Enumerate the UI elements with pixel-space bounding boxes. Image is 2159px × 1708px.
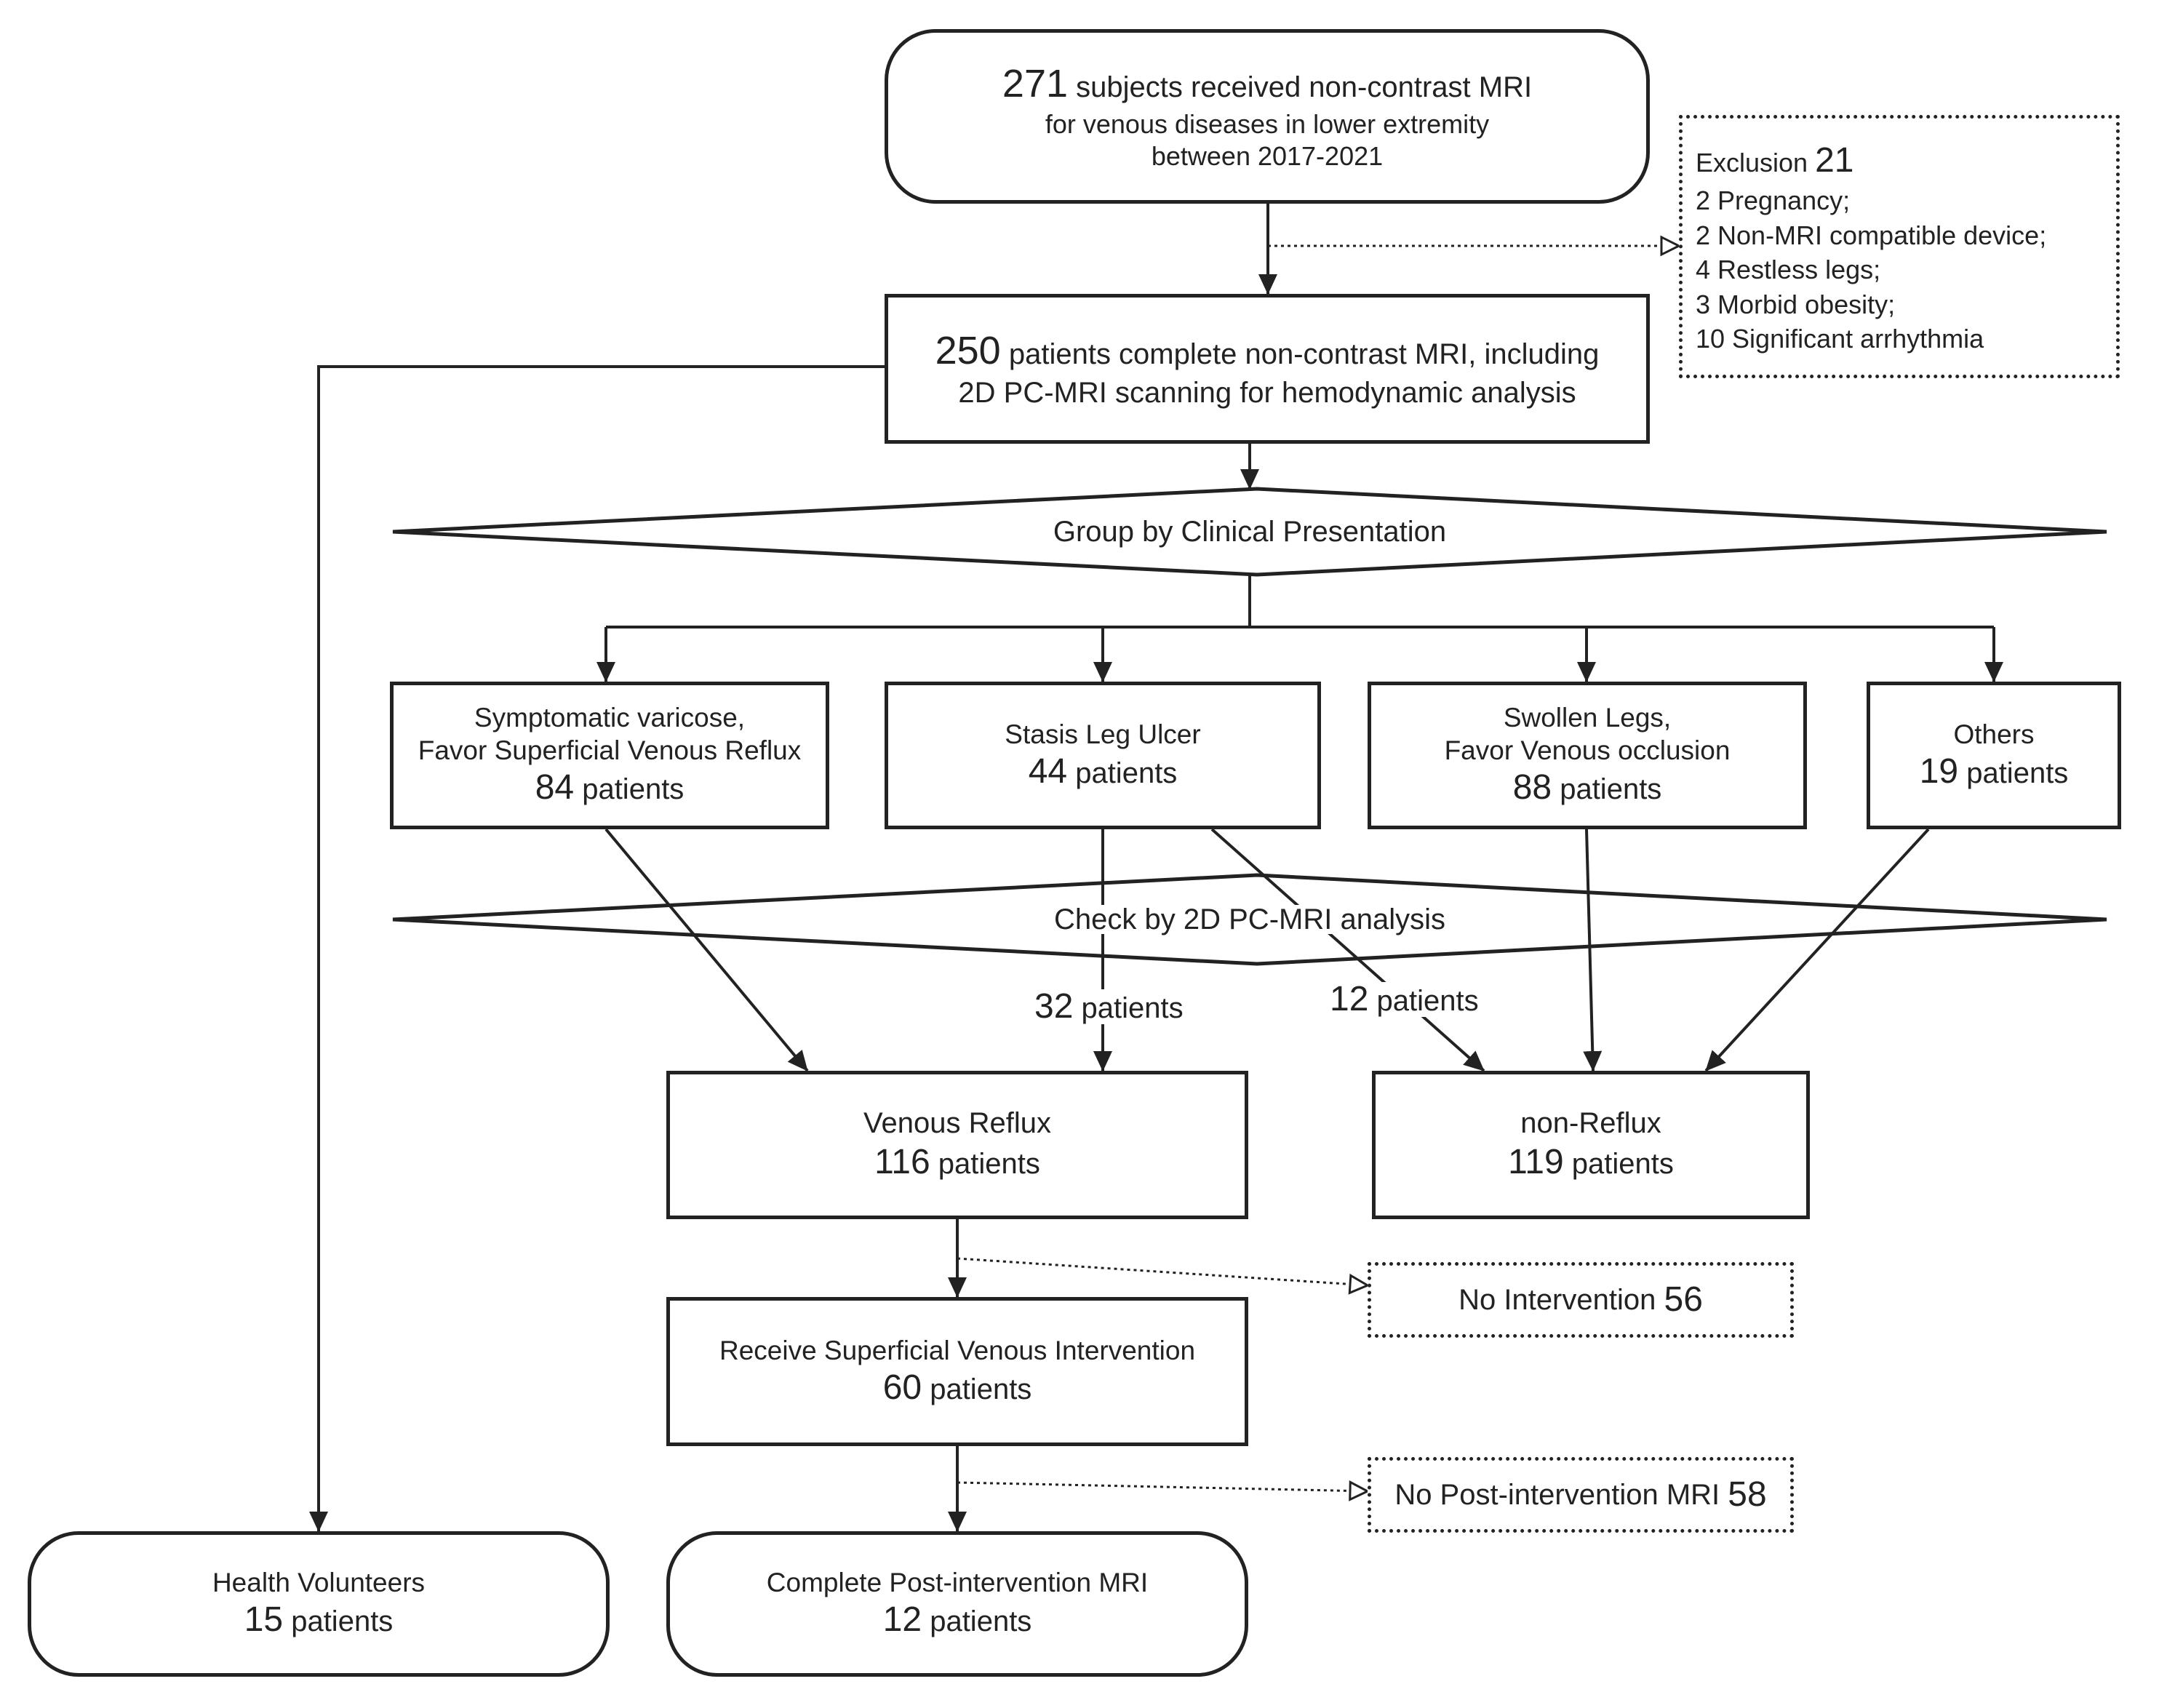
- complete-mri-box: 250 patients complete non-contrast MRI, …: [885, 294, 1650, 444]
- group-count-line: 84 patients: [535, 767, 685, 810]
- group-line2: Favor Superficial Venous Reflux: [418, 735, 802, 766]
- group-line1: Others: [1953, 719, 2035, 749]
- complete-count: 250: [935, 328, 1001, 372]
- no-post-mri-label: No Post-intervention MRI: [1394, 1478, 1720, 1511]
- group-count: 84: [535, 768, 575, 807]
- arrow-symptomatic-to-reflux: [604, 828, 809, 1072]
- intervention-count: 60: [882, 1368, 922, 1407]
- exclusion-label: Exclusion: [1696, 148, 1808, 177]
- complete-line1-text: patients complete non-contrast MRI, incl…: [1008, 338, 1600, 370]
- no-intervention-count: 56: [1664, 1280, 1703, 1319]
- volunteers-count-line: 15 patients: [244, 1599, 394, 1642]
- group-count: 88: [1512, 768, 1552, 807]
- non-reflux-box: non-Reflux 119 patients: [1372, 1071, 1810, 1219]
- reflux-title: Venous Reflux: [863, 1107, 1051, 1140]
- group-count-line: 44 patients: [1029, 751, 1178, 794]
- exclusion-item: 10 Significant arrhythmia: [1696, 324, 1984, 354]
- start-line1-text: subjects received non-contrast MRI: [1076, 71, 1533, 104]
- post-mri-box: Complete Post-intervention MRI 12 patien…: [666, 1531, 1248, 1677]
- non-reflux-unit: patients: [1571, 1148, 1674, 1181]
- check-decision-label: Check by 2D PC-MRI analysis: [1050, 905, 1450, 934]
- non-reflux-count: 119: [1508, 1143, 1564, 1182]
- group-unit: patients: [1966, 757, 2069, 789]
- exclusion-item: 3 Morbid obesity;: [1696, 289, 1896, 319]
- arrow-swollen-to-nonreflux: [1583, 829, 1603, 1072]
- arrow-to-volunteers: [309, 365, 886, 1532]
- intervention-unit: patients: [930, 1373, 1032, 1405]
- exclusion-header: Exclusion 21: [1696, 137, 1853, 183]
- intervention-title: Receive Superficial Venous Intervention: [719, 1335, 1196, 1365]
- start-count: 271: [1002, 62, 1069, 106]
- no-intervention-box: No Intervention 56: [1368, 1262, 1794, 1338]
- exclusion-item: 2 Non-MRI compatible device;: [1696, 220, 2047, 250]
- exclusion-box: Exclusion 21 2 Pregnancy; 2 Non-MRI comp…: [1679, 115, 2120, 378]
- post-mri-count: 12: [882, 1600, 922, 1640]
- group-box-swollen: Swollen Legs, Favor Venous occlusion 88 …: [1368, 682, 1807, 829]
- group-unit: patients: [582, 773, 685, 806]
- start-line1: 271 subjects received non-contrast MRI: [1002, 60, 1532, 108]
- exclusion-count: 21: [1815, 141, 1854, 180]
- group-box-others: Others 19 patients: [1867, 682, 2121, 829]
- post-mri-title: Complete Post-intervention MRI: [766, 1568, 1149, 1598]
- group-line2: Favor Venous occlusion: [1444, 735, 1731, 766]
- group-count: 44: [1028, 751, 1068, 791]
- complete-line1: 250 patients complete non-contrast MRI, …: [935, 327, 1600, 375]
- group-unit: patients: [1075, 757, 1178, 789]
- reflux-count-line: 116 patients: [874, 1141, 1040, 1184]
- reflux-unit: patients: [938, 1148, 1040, 1181]
- reflux-count: 116: [874, 1143, 930, 1182]
- intervention-count-line: 60 patients: [883, 1367, 1032, 1410]
- group-count: 19: [1919, 751, 1959, 791]
- group-decision-diamond: [392, 487, 2107, 577]
- exclusion-item: 2 Pregnancy;: [1696, 185, 1851, 216]
- split-right-unit: patients: [1376, 985, 1479, 1017]
- group-line1: Stasis Leg Ulcer: [1005, 719, 1201, 749]
- complete-line2: 2D PC-MRI scanning for hemodynamic analy…: [958, 376, 1576, 409]
- split-label-left: 32 patients: [1031, 989, 1186, 1024]
- volunteers-title: Health Volunteers: [212, 1568, 426, 1598]
- group-decision-label: Group by Clinical Presentation: [1053, 516, 1447, 548]
- non-reflux-title: non-Reflux: [1520, 1107, 1661, 1140]
- no-intervention-label: No Intervention: [1458, 1283, 1656, 1316]
- group-line1: Swollen Legs,: [1503, 703, 1672, 733]
- group-box-symptomatic: Symptomatic varicose, Favor Superficial …: [390, 682, 829, 829]
- no-post-mri-count: 58: [1728, 1474, 1767, 1514]
- post-mri-unit: patients: [930, 1605, 1032, 1638]
- group-unit: patients: [1560, 773, 1662, 806]
- start-box: 271 subjects received non-contrast MRI f…: [885, 29, 1650, 204]
- exclusion-item: 4 Restless legs;: [1696, 255, 1881, 285]
- arrow-others-to-nonreflux: [1704, 828, 1930, 1072]
- start-line3: between 2017-2021: [1151, 140, 1384, 171]
- start-line2: for venous diseases in lower extremity: [1045, 109, 1490, 140]
- split-right-count: 12: [1330, 980, 1369, 1018]
- arrow-to-no-intervention: [957, 1257, 1370, 1295]
- group-box-ulcer: Stasis Leg Ulcer 44 patients: [885, 682, 1321, 829]
- check-decision-diamond: [392, 873, 2107, 966]
- intervention-box: Receive Superficial Venous Intervention …: [666, 1297, 1248, 1446]
- venous-reflux-box: Venous Reflux 116 patients: [666, 1071, 1248, 1219]
- split-label-right: 12 patients: [1327, 982, 1482, 1017]
- non-reflux-count-line: 119 patients: [1508, 1141, 1674, 1184]
- group-line1: Symptomatic varicose,: [474, 703, 746, 733]
- split-left-unit: patients: [1081, 992, 1184, 1024]
- group-count-line: 88 patients: [1513, 767, 1662, 810]
- post-mri-count-line: 12 patients: [883, 1599, 1032, 1642]
- group-count-line: 19 patients: [1920, 751, 2069, 794]
- volunteers-unit: patients: [291, 1605, 394, 1638]
- arrow-ulcer-to-nonreflux: [1210, 828, 1485, 1072]
- no-post-mri-box: No Post-intervention MRI 58: [1368, 1457, 1794, 1533]
- arrow-to-no-post-mri: [957, 1480, 1370, 1501]
- volunteers-box: Health Volunteers 15 patients: [28, 1531, 610, 1677]
- volunteers-count: 15: [244, 1600, 284, 1640]
- split-left-count: 32: [1034, 987, 1074, 1026]
